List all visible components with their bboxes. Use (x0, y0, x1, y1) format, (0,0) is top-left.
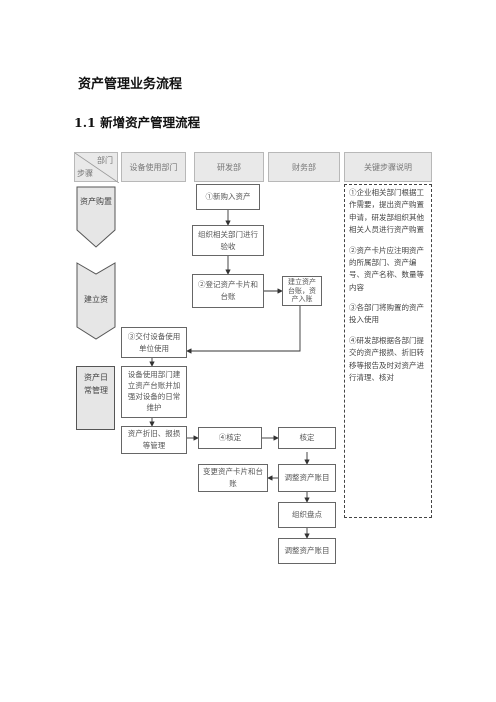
section-title: 1.1 新增资产管理流程 (74, 115, 201, 130)
corner-diagonal (75, 153, 119, 183)
header-col-usage-dept: 设备使用部门 (121, 152, 186, 182)
corner-step-label: 步骤 (77, 169, 93, 178)
step-note-4: ④研发部根据各部门提交的资产报损、折旧转移等报告及时对资产进行清理、核对 (349, 335, 424, 382)
header-col-key-steps: 关键步骤说明 (344, 152, 432, 182)
box-adjust-accounts: 调整资产账目 (278, 464, 336, 492)
key-steps-panel: ①企业相关部门根据工作需要，提出资产购置申请，研发部组织其他相关人员进行资产购置… (344, 184, 432, 518)
step-note-1: ①企业相关部门根据工作需要，提出资产购置申请，研发部组织其他相关人员进行资产购置 (349, 188, 424, 235)
box-finance-verify: 核定 (278, 427, 336, 449)
step-note-2: ②资产卡片应注明资产的所属部门、资产编号、资产名称、数量等内容 (349, 245, 424, 292)
box-inventory: 组织盘点 (278, 502, 336, 528)
box-change-card: 变更资产卡片和台账 (198, 464, 268, 492)
box-adjust-accounts-final: 调整资产账目 (278, 538, 336, 564)
phase-daily-shape (76, 366, 115, 430)
page-title: 资产管理业务流程 (78, 77, 183, 92)
box-deliver-to-user: ③交付设备使用单位使用 (121, 327, 187, 358)
header-col-finance: 财务部 (268, 152, 340, 182)
header-corner: 部门 步骤 (74, 152, 119, 183)
box-register-card-ledger: ②登记资产卡片和台账 (192, 274, 264, 308)
phase-purchase-label: 资产购置 (80, 197, 112, 206)
phase-establish-label: 建立资 (84, 295, 108, 304)
box-user-dept-ledger: 设备使用部门建立资产台账并加强对设备的日常维护 (121, 366, 187, 418)
box-depreciation: 资产折旧、报损等管理 (121, 426, 187, 454)
box-rnd-verify: ④核定 (198, 427, 262, 449)
header-col-rnd: 研发部 (194, 152, 264, 182)
box-organize-acceptance: 组织相关部门进行验收 (192, 225, 264, 256)
step-note-3: ③各部门将购置的资产投入使用 (349, 303, 424, 325)
box-new-asset: ①新购入资产 (196, 184, 260, 210)
box-finance-ledger: 建立资产台账，资产入账 (282, 276, 322, 306)
phase-purchase-shape (76, 186, 116, 248)
corner-dept-label: 部门 (97, 156, 113, 165)
phase-daily-label: 资产日常管理 (84, 373, 108, 395)
phase-establish-shape (76, 262, 116, 340)
